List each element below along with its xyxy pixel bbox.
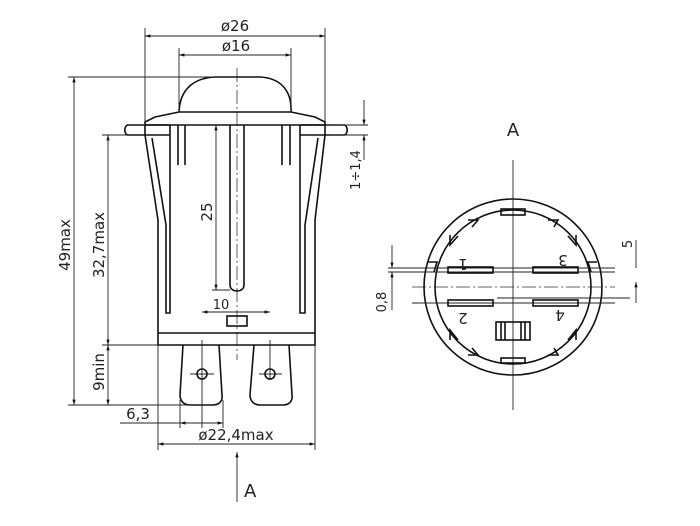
plunger [229, 125, 245, 292]
dim-body-diameter: ø22,4max [198, 426, 273, 444]
indicator-block [495, 321, 531, 341]
dim-cap-diameter: ø16 [222, 37, 250, 55]
outer-ring [423, 198, 603, 376]
extension-lines-vertical [68, 76, 215, 406]
terminal-1 [447, 266, 494, 274]
dim-terminal-thickness: 0,8 [375, 292, 390, 313]
side-view: ø26 ø16 49max 32,7max 9min 25 10 6,3 ø22… [56, 17, 368, 502]
end-view: A 1 2 3 4 5 0,8 [375, 120, 638, 410]
dim-terminal-width: 6,3 [126, 405, 150, 423]
terminal-label-4: 4 [555, 306, 565, 324]
terminal-left [179, 344, 223, 406]
dim-total-height: 49max [56, 219, 74, 271]
terminal-label-1: 1 [458, 255, 468, 273]
terminal-4 [532, 299, 579, 307]
switch-body [144, 125, 326, 346]
latch-notches [428, 219, 597, 356]
dim-body-height: 32,7max [90, 212, 108, 278]
dim-terminal-length: 9min [90, 353, 108, 391]
terminal-center-lines [190, 340, 282, 428]
end-view-title: A [507, 120, 520, 141]
bezel-flange [144, 111, 326, 126]
dim-terminal-spacing: 5 [621, 240, 636, 248]
terminal-2 [447, 299, 494, 307]
dim-panel-thickness: 1÷1,4 [349, 150, 364, 190]
extension-lines-bottom [157, 345, 316, 450]
inner-ring [434, 209, 592, 365]
top-key [500, 208, 526, 216]
bottom-key [500, 357, 526, 364]
button-cap [178, 76, 292, 113]
marker-block [226, 315, 248, 327]
indicator-block-ribs [500, 322, 526, 340]
view-arrow-label: A [244, 481, 257, 502]
extension-lines [144, 28, 326, 122]
dim-terminal-pitch: 10 [213, 298, 230, 313]
terminal-label-2: 2 [458, 309, 468, 327]
snap-latches [151, 125, 319, 314]
dim-outer-diameter: ø26 [221, 17, 249, 35]
extension-lines-panel [330, 124, 368, 136]
terminal-guide-lines [388, 267, 630, 304]
dim-plunger: 25 [198, 202, 216, 221]
mounting-panel [123, 124, 349, 136]
contact-springs [177, 125, 291, 165]
terminal-right [249, 344, 293, 406]
terminal-3 [532, 266, 579, 274]
terminal-label-3: 3 [558, 251, 568, 269]
